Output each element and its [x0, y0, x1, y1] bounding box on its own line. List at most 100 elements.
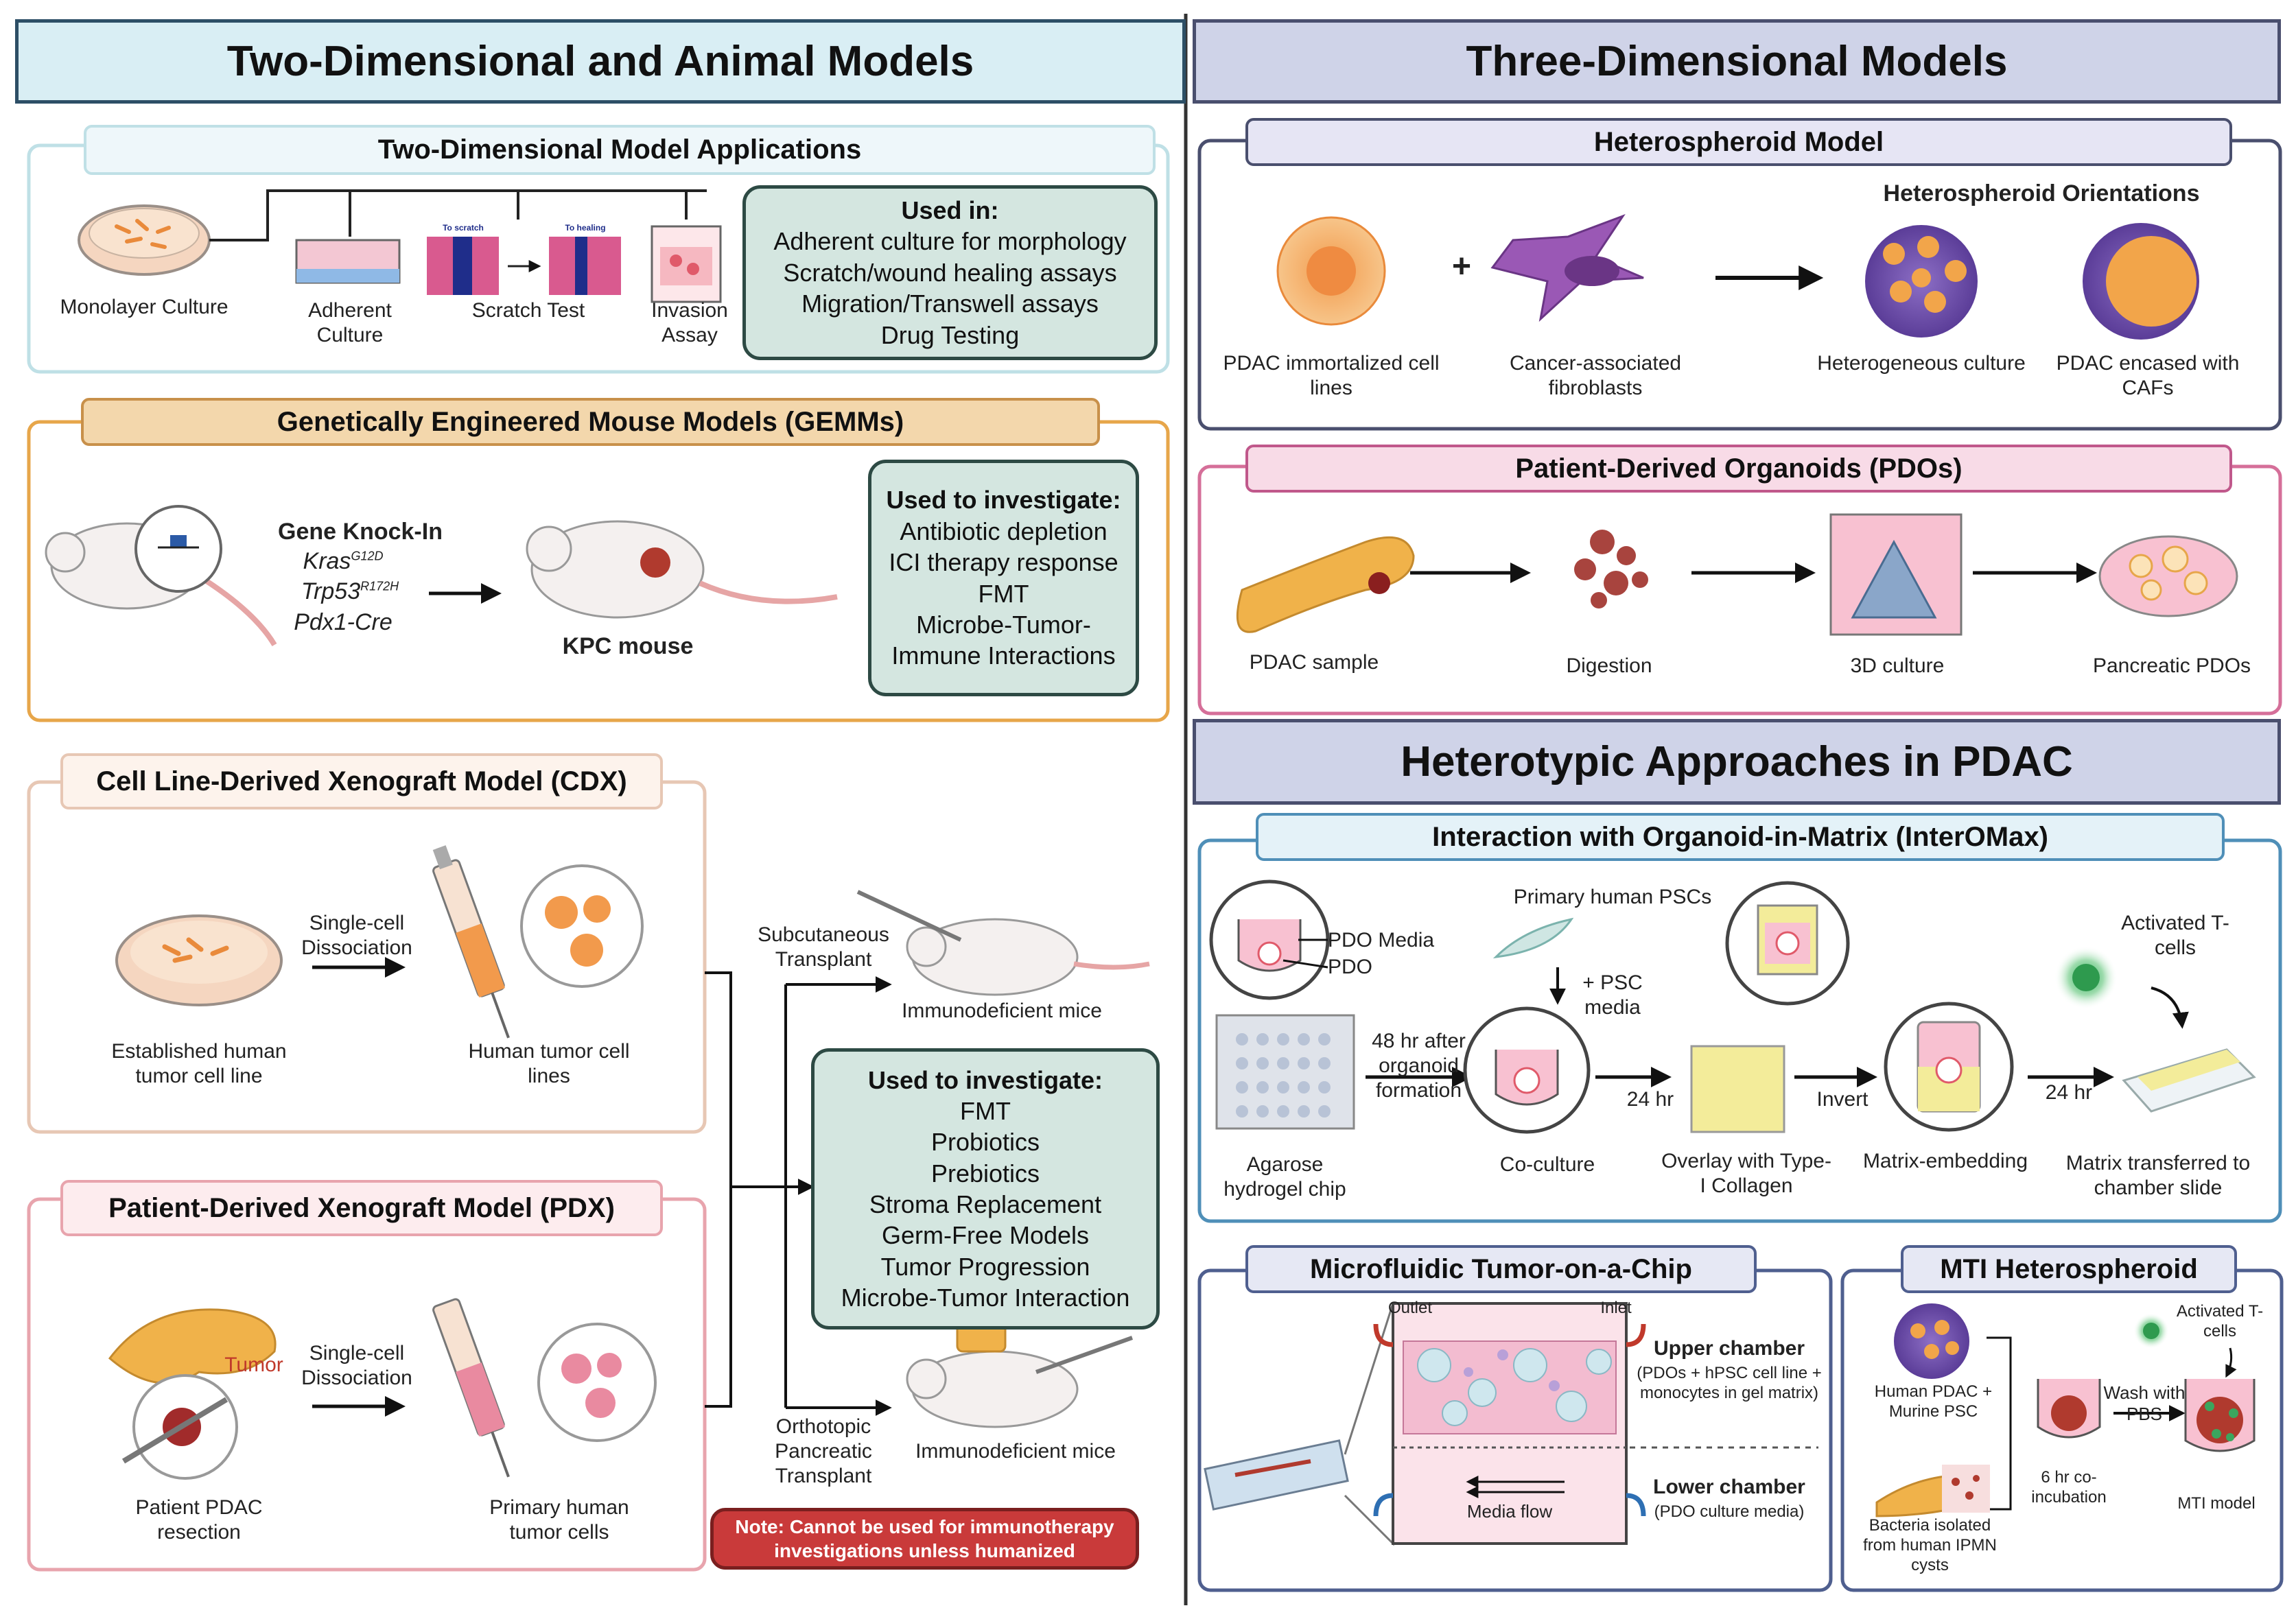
xeno-used-item: Germ-Free Models: [881, 1221, 1090, 1250]
gemm-used-item: Immune Interactions: [891, 641, 1116, 670]
pdac-sample-label: PDAC sample: [1249, 651, 1379, 674]
xeno-used-item: Probiotics: [930, 1128, 1040, 1157]
collagen-overlay-icon: [1690, 1045, 1785, 1133]
formation-label: 48 hr after organoid formation: [1372, 1030, 1466, 1102]
upper-chamber-desc: (PDOs + hPSC cell line + monocytes in ge…: [1637, 1364, 1822, 1402]
pdx-cells-label: Primary human tumor cells: [489, 1496, 629, 1544]
cdx-source-label: Established human tumor cell line: [111, 1040, 287, 1087]
upper-chamber-title: Upper chamber: [1653, 1337, 1805, 1360]
chip-label: Agarose hydrogel chip: [1223, 1153, 1346, 1201]
two-d-title: Two-Dimensional Model Applications: [84, 125, 1156, 175]
tumor-cells-magnifier-icon: [520, 864, 644, 988]
pdx-title: Patient-Derived Xenograft Model (PDX): [60, 1180, 663, 1236]
mti-incubation-label: 6 hr co-incubation: [2031, 1468, 2107, 1506]
lower-chamber-desc: (PDO culture media): [1654, 1502, 1805, 1521]
digestion-label: Digestion: [1566, 654, 1652, 677]
pdx-dissociation-label: Single-cell Dissociation: [301, 1342, 412, 1389]
two-d-used-title: Used in:: [901, 196, 999, 225]
pdx1-gene: Pdx1-Cre: [294, 609, 393, 635]
adherent-label: Adherent Culture: [308, 299, 392, 346]
monolayer-label: Monolayer Culture: [60, 296, 229, 318]
overlay-label: Overlay with Type-I Collagen: [1661, 1150, 1831, 1197]
xeno-used-item: Tumor Progression: [880, 1252, 1090, 1281]
heterospheroid-title: Heterospheroid Model: [1245, 118, 2232, 166]
kpc-mouse-icon: [530, 520, 705, 619]
cdx-title: Cell Line-Derived Xenograft Model (CDX): [60, 753, 663, 810]
immuno-mice-label-1: Immunodeficient mice: [902, 1000, 1102, 1022]
pdx-source-label: Patient PDAC resection: [135, 1496, 263, 1544]
immuno-mice-label-2: Immunodeficient mice: [915, 1440, 1116, 1463]
caf-label: Cancer-associated fibroblasts: [1509, 352, 1682, 399]
right-main-header: Three-Dimensional Models: [1193, 19, 2281, 104]
gemm-used-item: Microbe-Tumor-: [916, 610, 1091, 639]
mti-model-label: MTI model: [2177, 1494, 2256, 1513]
scratch-tag-1: To scratch: [443, 223, 484, 233]
scratch-tag-2: To healing: [565, 223, 606, 233]
heterotypic-header: Heterotypic Approaches in PDAC: [1193, 719, 2281, 805]
primary-cells-magnifier-icon: [537, 1323, 657, 1442]
lower-chamber-title: Lower chamber: [1653, 1476, 1805, 1498]
pscs-label: Primary human PSCs: [1513, 886, 1712, 908]
hr24-label-b: 24 hr: [2045, 1081, 2093, 1104]
psc-icon: [1492, 917, 1574, 959]
xeno-used-item: Microbe-Tumor Interaction: [841, 1284, 1130, 1312]
gemm-used-title: Used to investigate:: [886, 486, 1121, 515]
hr24-label-a: 24 hr: [1626, 1088, 1674, 1111]
knock-in-magnifier-icon: [134, 505, 222, 593]
orientations-title: Heterospheroid Orientations: [1883, 180, 2200, 206]
mti-spheroid-icon: [1894, 1303, 1969, 1379]
psc-media-label: + PSC media: [1582, 971, 1643, 1019]
gemm-used-item: FMT: [978, 579, 1029, 608]
media-flow-label: Media flow: [1466, 1501, 1553, 1522]
t-cells-label: Activated T-cells: [2121, 912, 2229, 959]
two-d-used-item: Migration/Transwell assays: [801, 289, 1099, 318]
outlet-label: Outlet: [1387, 1299, 1433, 1317]
inlet-label: Inlet: [1600, 1299, 1632, 1317]
xeno-used-title: Used to investigate:: [867, 1065, 1103, 1094]
kras-gene: KrasG12D: [303, 548, 384, 574]
kpc-label: KPC mouse: [562, 633, 694, 659]
gemm-used-item: ICI therapy response: [889, 548, 1118, 577]
gemm-used-item: Antibiotic depletion: [900, 517, 1108, 545]
matrix-label: Matrix-embedding: [1862, 1150, 2028, 1172]
two-d-used-item: Adherent culture for morphology: [773, 227, 1127, 256]
pdac-sample-icon: [1236, 536, 1415, 633]
mti-bacteria-label: Bacteria isolated from human IPMN cysts: [1863, 1516, 1997, 1574]
knock-in-label: Gene Knock-In: [278, 519, 443, 545]
gemm-used-box: Used to investigate: Antibiotic depletio…: [868, 460, 1139, 696]
mti-tcells-label: Activated T-cells: [2176, 1302, 2264, 1340]
tumor-label: Tumor: [224, 1354, 283, 1376]
two-d-used-box: Used in: Adherent culture for morphology…: [742, 185, 1158, 360]
encased-label: PDAC encased with CAFs: [2056, 352, 2240, 399]
invert-label: Invert: [1816, 1088, 1869, 1111]
interomax-title: Interaction with Organoid-in-Matrix (Int…: [1256, 813, 2225, 861]
gemm-title: Genetically Engineered Mouse Models (GEM…: [81, 398, 1100, 446]
pdo-media-label: PDO Media: [1328, 929, 1435, 952]
trp53-gene: Trp53R172H: [301, 578, 399, 604]
two-d-used-item: Scratch/wound healing assays: [783, 258, 1117, 287]
cdx-cells-label: Human tumor cell lines: [468, 1040, 630, 1087]
pancreatic-pdos-label: Pancreatic PDOs: [2092, 654, 2251, 677]
xeno-used-box: Used to investigate: FMT Probiotics Preb…: [811, 1048, 1160, 1330]
chip-device-icon: [1204, 1439, 1349, 1511]
cdx-dissociation-label: Single-cell Dissociation: [301, 912, 412, 959]
subcutaneous-label: Subcutaneous Transplant: [758, 923, 889, 971]
mti-title: MTI Heterospheroid: [1901, 1245, 2237, 1293]
3d-culture-label: 3D culture: [1850, 654, 1945, 677]
note-badge: Note: Cannot be used for immunotherapy i…: [710, 1508, 1139, 1570]
two-d-used-item: Drug Testing: [880, 320, 1020, 349]
syringe-icon: [432, 845, 510, 1039]
heterogeneous-label: Heterogeneous culture: [1817, 352, 2026, 375]
scratch-label: Scratch Test: [471, 299, 585, 322]
invasion-label: Invasion Assay: [651, 299, 728, 346]
coculture-label: Co-culture: [1499, 1153, 1595, 1176]
xeno-used-item: Prebiotics: [930, 1159, 1040, 1187]
pdac-lines-label: PDAC immortalized cell lines: [1223, 352, 1440, 399]
plus-sign: +: [1451, 248, 1472, 285]
digestion-icon: [1574, 530, 1648, 608]
mti-wash-label: Wash with PBS: [2103, 1382, 2186, 1425]
microfluidic-title: Microfluidic Tumor-on-a-Chip: [1245, 1245, 1757, 1293]
xeno-used-item: FMT: [960, 1096, 1011, 1125]
orthotopic-label: Orthotopic Pancreatic Transplant: [775, 1415, 872, 1487]
